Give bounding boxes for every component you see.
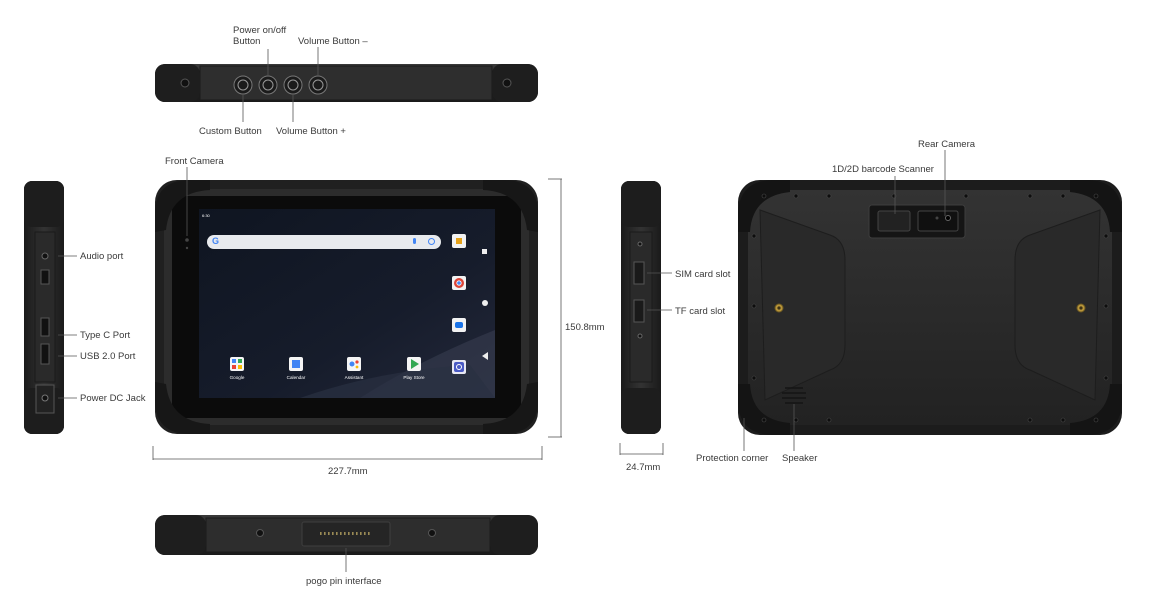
status-time: 6:30 bbox=[202, 213, 210, 218]
custom-button-label: Custom Button bbox=[199, 126, 262, 137]
speaker-label: Speaker bbox=[782, 453, 818, 464]
top-leader-lines bbox=[242, 47, 319, 122]
dock bbox=[230, 357, 466, 374]
dock-label-calendar: Calendar bbox=[286, 375, 306, 380]
bottom-view-device bbox=[155, 515, 538, 555]
rear-camera-label: Rear Camera bbox=[918, 139, 976, 150]
power-dc-jack-label: Power DC Jack bbox=[80, 393, 146, 404]
audio-port-label: Audio port bbox=[80, 251, 124, 262]
left-leader-lines bbox=[58, 255, 77, 399]
lens-icon[interactable] bbox=[428, 238, 435, 245]
sim-slot-label: SIM card slot bbox=[675, 269, 731, 280]
circle-nav-icon[interactable] bbox=[482, 300, 488, 306]
back-leader-lines bbox=[743, 150, 946, 451]
protection-corner-label: Protection corner bbox=[696, 453, 769, 464]
search-bar[interactable] bbox=[207, 235, 441, 249]
width-dimension-label: 227.7mm bbox=[328, 466, 368, 477]
dock-label-assistant: Assistant bbox=[344, 375, 364, 380]
search-google-logo: G bbox=[212, 236, 220, 246]
speaker-grille bbox=[782, 387, 806, 404]
mic-icon[interactable] bbox=[413, 238, 416, 244]
type-c-port-label: Type C Port bbox=[80, 330, 131, 341]
back-view-device bbox=[738, 180, 1122, 435]
left-side-device bbox=[24, 181, 64, 434]
square-nav-icon[interactable] bbox=[482, 249, 487, 254]
dock-label-google: Google bbox=[229, 375, 245, 380]
tf-slot-label: TF card slot bbox=[675, 306, 726, 317]
triangle-nav-icon[interactable] bbox=[482, 352, 488, 360]
right-side-device bbox=[621, 181, 661, 434]
pogo-pin-label: pogo pin interface bbox=[306, 576, 382, 587]
volume-plus-label: Volume Button + bbox=[276, 126, 346, 137]
thickness-dimension-label: 24.7mm bbox=[626, 462, 661, 473]
dimension-lines bbox=[152, 178, 664, 460]
barcode-scanner-label: 1D/2D barcode Scanner bbox=[832, 164, 934, 175]
power-button-label: Power on/off Button bbox=[233, 25, 287, 47]
volume-minus-label: Volume Button – bbox=[298, 36, 368, 47]
front-view-device bbox=[155, 180, 538, 434]
top-view-device bbox=[155, 64, 538, 102]
dock-label-play-store: Play Store bbox=[403, 375, 425, 380]
front-camera-label: Front Camera bbox=[165, 156, 224, 167]
usb-port-label: USB 2.0 Port bbox=[80, 351, 136, 362]
right-leader-lines bbox=[647, 272, 672, 311]
height-dimension-label: 150.8mm bbox=[565, 322, 605, 333]
